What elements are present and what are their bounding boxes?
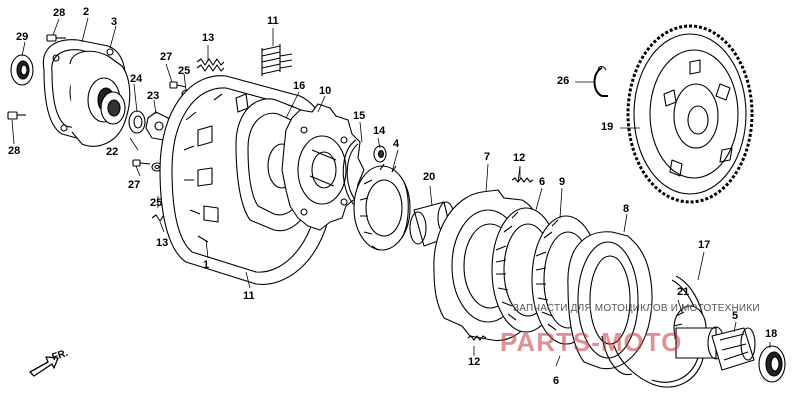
pump-rotor-part bbox=[101, 92, 125, 124]
small-bolt-part bbox=[170, 82, 186, 88]
part-number-9: 9 bbox=[559, 176, 566, 188]
splined-gear-part bbox=[674, 306, 724, 359]
part-number-25: 25 bbox=[150, 197, 163, 209]
part-number-6: 6 bbox=[553, 375, 560, 387]
primary-gear-part bbox=[628, 26, 752, 202]
part-number-18: 18 bbox=[765, 328, 778, 340]
part-number-10: 10 bbox=[319, 85, 332, 97]
oil-seal-part bbox=[11, 55, 33, 85]
needle-bearing-part bbox=[712, 328, 755, 370]
part-number-20: 20 bbox=[423, 171, 436, 183]
part-number-2: 2 bbox=[83, 6, 90, 18]
part-number-17: 17 bbox=[698, 239, 711, 251]
washer-part bbox=[129, 111, 145, 133]
part-number-19: 19 bbox=[601, 121, 614, 133]
small-bolt-part bbox=[133, 160, 150, 166]
bolt-part bbox=[47, 35, 66, 41]
part-number-21: 21 bbox=[677, 286, 690, 298]
watermark-logo: PARTS-MOTO bbox=[500, 327, 683, 357]
part-number-22: 22 bbox=[106, 146, 119, 158]
part-number-3: 3 bbox=[111, 16, 118, 28]
part-number-7: 7 bbox=[484, 151, 491, 163]
part-number-15: 15 bbox=[353, 110, 366, 122]
part-number-29: 29 bbox=[16, 31, 29, 43]
spring-part bbox=[197, 59, 224, 71]
part-number-5: 5 bbox=[732, 310, 739, 322]
part-number-24: 24 bbox=[130, 73, 143, 85]
clutch-spring-part bbox=[262, 44, 292, 76]
pressure-plate-part bbox=[282, 104, 364, 230]
friction-disc-part bbox=[602, 336, 632, 375]
part-number-1: 1 bbox=[203, 259, 210, 271]
part-number-28: 28 bbox=[8, 145, 21, 157]
one-way-clutch-part bbox=[354, 164, 410, 250]
part-number-26: 26 bbox=[557, 75, 570, 87]
spring-part bbox=[468, 178, 533, 340]
thrust-washer-part bbox=[759, 346, 785, 382]
part-number-25: 25 bbox=[178, 65, 191, 77]
part-number-11: 11 bbox=[243, 290, 255, 302]
part-number-12: 12 bbox=[468, 356, 481, 368]
part-number-23: 23 bbox=[147, 90, 160, 102]
part-number-27: 27 bbox=[128, 179, 141, 191]
part-number-13: 13 bbox=[202, 32, 215, 44]
part-number-8: 8 bbox=[623, 203, 630, 215]
lifter-bearing-part bbox=[374, 146, 386, 162]
leader-lines bbox=[12, 18, 770, 366]
part-number-14: 14 bbox=[373, 125, 386, 137]
part-number-4: 4 bbox=[393, 138, 400, 150]
circlip-part bbox=[595, 67, 609, 97]
part-number-12: 12 bbox=[513, 152, 526, 164]
part-number-11: 11 bbox=[267, 15, 279, 27]
part-number-16: 16 bbox=[293, 80, 306, 92]
front-direction-arrow-icon bbox=[30, 357, 58, 376]
watermark-text: ЗАПЧАСТИ ДЛЯ МОТОЦИКЛОВ И МОТОТЕХНИКИ bbox=[513, 303, 760, 314]
clutch-plate-part bbox=[568, 232, 652, 369]
part-number-28: 28 bbox=[53, 7, 66, 19]
bolt-part bbox=[8, 112, 26, 119]
part-number-13: 13 bbox=[156, 237, 169, 249]
part-number-6: 6 bbox=[539, 176, 546, 188]
part-number-27: 27 bbox=[160, 51, 173, 63]
